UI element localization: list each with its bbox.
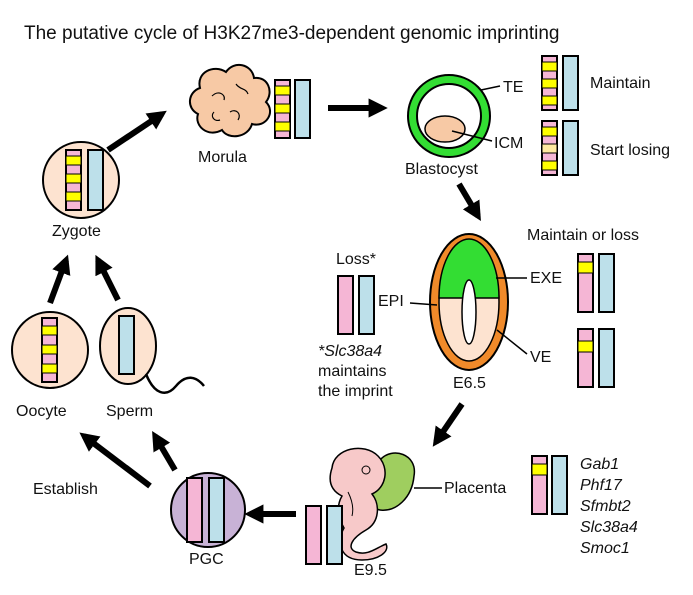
arrow-blastocyst-to-e65 bbox=[456, 182, 481, 221]
footnote-line3: the imprint bbox=[318, 383, 393, 400]
chromosome-pair-exe bbox=[577, 253, 615, 313]
icm-label: ICM bbox=[494, 135, 523, 152]
sperm-cell bbox=[99, 307, 205, 394]
te-label: TE bbox=[503, 79, 523, 96]
exe-label: EXE bbox=[530, 270, 562, 287]
chromosome-pair-morula bbox=[274, 79, 311, 139]
arrow-pgc-to-sperm bbox=[152, 431, 178, 472]
footnote-line2: maintains bbox=[318, 363, 386, 380]
blastocyst-illustration bbox=[407, 74, 501, 158]
chromosome-pair-placenta bbox=[531, 455, 568, 515]
diagram-title: The putative cycle of H3K27me3-dependent… bbox=[24, 23, 559, 44]
gene-list: Gab1 Phf17 Sfmbt2 Slc38a4 Smoc1 bbox=[580, 456, 638, 557]
morula-label: Morula bbox=[198, 149, 247, 166]
chromosome-pair-ve bbox=[577, 328, 615, 388]
arrow-sperm-to-zygote bbox=[95, 254, 121, 302]
e95-embryo-illustration bbox=[329, 447, 442, 561]
epi-label: EPI bbox=[378, 293, 404, 310]
e65-embryo-illustration bbox=[409, 233, 528, 371]
zygote-label: Zygote bbox=[52, 223, 101, 240]
loss-label: Loss* bbox=[336, 251, 376, 268]
gene-item: Slc38a4 bbox=[580, 519, 638, 536]
gene-item: Smoc1 bbox=[580, 540, 630, 557]
ve-label: VE bbox=[530, 349, 551, 366]
pgc-label: PGC bbox=[189, 551, 224, 568]
gene-item: Sfmbt2 bbox=[580, 498, 631, 515]
arrow-zygote-to-morula bbox=[106, 110, 167, 153]
placenta-label: Placenta bbox=[444, 480, 506, 497]
oocyte-label: Oocyte bbox=[16, 403, 67, 420]
footnote-gene: *Slc38a4 bbox=[318, 343, 382, 360]
gene-item: Phf17 bbox=[580, 477, 623, 494]
blastocyst-label: Blastocyst bbox=[405, 161, 478, 178]
pgc-cell bbox=[170, 472, 246, 548]
chromosome-pair-e95 bbox=[305, 505, 343, 565]
zygote-cell bbox=[42, 141, 120, 219]
maintain-label: Maintain bbox=[590, 75, 650, 92]
chromosome-pair-epi bbox=[337, 275, 375, 335]
arrow-oocyte-to-zygote bbox=[47, 254, 71, 305]
arrow-pgc-to-oocyte bbox=[79, 432, 152, 489]
arrow-e65-to-e95 bbox=[432, 402, 465, 447]
start-losing-label: Start losing bbox=[590, 142, 670, 159]
chromosome-pair-icm bbox=[541, 120, 579, 176]
morula-illustration bbox=[189, 63, 271, 138]
establish-label: Establish bbox=[33, 481, 98, 498]
gene-item: Gab1 bbox=[580, 456, 619, 473]
maintain-or-loss-label: Maintain or loss bbox=[527, 227, 639, 244]
oocyte-cell bbox=[11, 311, 89, 389]
e65-label: E6.5 bbox=[453, 375, 486, 392]
chromosome-pair-te bbox=[541, 55, 579, 111]
e95-label: E9.5 bbox=[354, 562, 387, 579]
sperm-label: Sperm bbox=[106, 403, 153, 420]
